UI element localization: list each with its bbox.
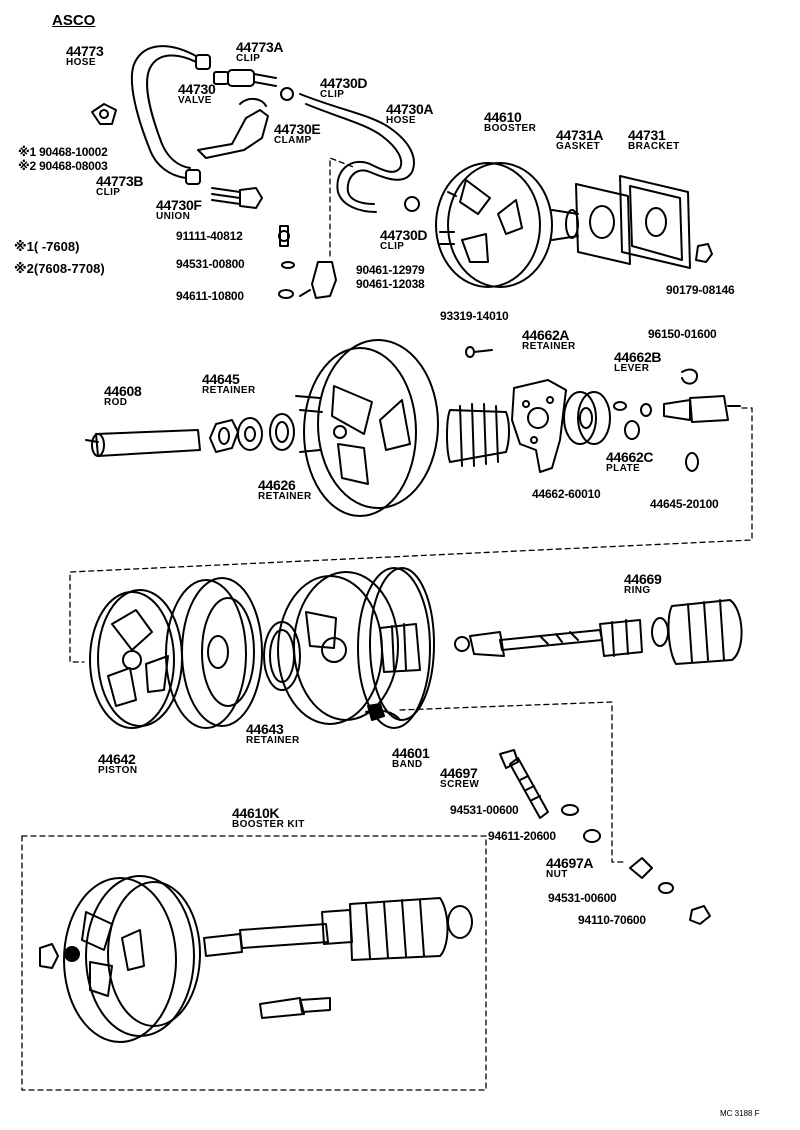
- rear-shell-drawing: [277, 567, 435, 729]
- callout-44645-20100: 44645-20100: [650, 497, 719, 511]
- note-1: ※1( -7608): [14, 239, 80, 254]
- callout-94110-70600: 94110-70600: [578, 913, 646, 927]
- booster-44610-drawing: [435, 162, 579, 288]
- booster-kit-drawing: [39, 875, 473, 1043]
- callout-90468-08003: ※2 90468-08003: [18, 159, 108, 173]
- lever-plate-44662-drawing: [563, 391, 652, 445]
- union-44730f-drawing: [211, 187, 263, 209]
- callout-90179-08146: 90179-08146: [666, 283, 735, 297]
- band-44601-drawing: [365, 703, 401, 721]
- washer-94531-a-drawing: [561, 804, 579, 816]
- nut-90179-drawing: [695, 243, 713, 263]
- callout-94611-10800: 94611-10800: [176, 289, 244, 303]
- diaphragm-boot-drawing: [446, 403, 510, 467]
- hose-44773-drawing: [130, 45, 211, 185]
- callout-94531-00800: 94531-00800: [176, 257, 245, 271]
- callout-44662-60010: 44662-60010: [532, 487, 601, 501]
- gasket-44731a-drawing: [575, 183, 631, 265]
- callout-91111-40812: 91111-40812: [176, 229, 243, 243]
- valve-44730-drawing: [213, 69, 294, 101]
- callout-94531-00600-upper: 94531-00600: [450, 803, 519, 817]
- callout-90461-12979: 90461-12979: [356, 263, 425, 277]
- valve-plunger-drawing: [663, 368, 741, 472]
- callout-90461-12038: 90461-12038: [356, 277, 425, 291]
- booster-kit-box: [21, 835, 487, 1091]
- retainer-44645-drawing: [209, 419, 239, 453]
- retainer-44662a-drawing: [465, 346, 567, 473]
- model-title: ASCO: [52, 12, 96, 29]
- clip-90468-drawing: [91, 103, 117, 125]
- callout-90468-10002: ※1 90468-10002: [18, 145, 108, 159]
- note-2: ※2(7608-7708): [14, 261, 105, 276]
- callout-96150-01600: 96150-01600: [648, 327, 717, 341]
- hose-44730a-drawing: [299, 93, 420, 213]
- front-shell-drawing: [295, 339, 439, 517]
- bracket-44731-drawing: [619, 175, 691, 269]
- clamp-44730e-drawing: [197, 98, 269, 159]
- washer-94611-drawing: [583, 829, 601, 843]
- clip-90461-drawing: [278, 225, 337, 299]
- washer-94531-b-drawing: [658, 882, 674, 894]
- diagram-code: MC 3188 F: [720, 1109, 760, 1118]
- callout-94611-20600: 94611-20600: [488, 829, 556, 843]
- nut-94110-drawing: [689, 905, 711, 925]
- retainer-44626-drawing: [237, 413, 295, 451]
- boot-spring-row-drawing: [379, 599, 743, 673]
- diaphragm-rear-drawing: [165, 577, 263, 729]
- screw-44697-drawing: [499, 749, 549, 819]
- piston-44642-drawing: [89, 589, 183, 729]
- nut-44697a-drawing: [629, 857, 653, 879]
- rod-44608-drawing: [85, 429, 201, 457]
- callout-93319-14010: 93319-14010: [440, 309, 509, 323]
- callout-94531-00600-lower: 94531-00600: [548, 891, 617, 905]
